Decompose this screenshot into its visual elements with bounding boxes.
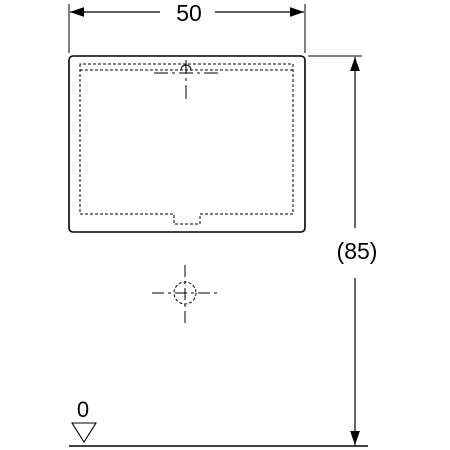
- basin-inner-bowl: [79, 63, 294, 225]
- basin-top-view: [68, 55, 306, 233]
- basin-outer-rim: [68, 55, 306, 233]
- height-dimension: (85): [308, 55, 378, 445]
- floor-reference: 0: [69, 397, 368, 447]
- height-label: (85): [337, 238, 378, 264]
- width-dimension: 50: [68, 0, 306, 53]
- waste-outlet-symbol: [152, 265, 218, 323]
- tap-hole-centerline: [154, 60, 222, 101]
- floor-level-triangle-icon: [71, 422, 97, 444]
- tap-hole-arc: [180, 64, 192, 71]
- width-label: 50: [176, 0, 202, 26]
- floor-level-label: 0: [77, 397, 89, 422]
